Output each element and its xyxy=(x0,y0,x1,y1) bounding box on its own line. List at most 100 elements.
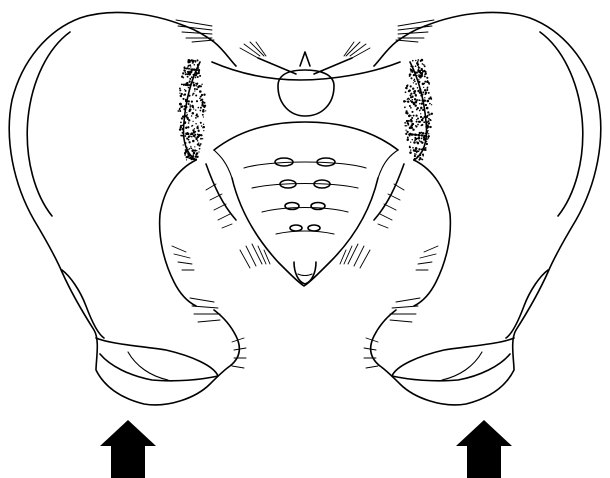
stipple-dot xyxy=(417,118,419,120)
stipple-dot xyxy=(410,125,412,127)
stipple-dot xyxy=(201,125,203,127)
stipple-dot xyxy=(405,125,407,127)
stipple-dot xyxy=(429,119,431,121)
stipple-dot xyxy=(418,81,420,83)
stipple-dot xyxy=(179,92,180,93)
stipple-dot xyxy=(409,94,411,96)
stipple-dot xyxy=(180,122,182,124)
stipple-dot xyxy=(203,94,205,96)
stipple-dot xyxy=(420,107,422,109)
stipple-dot xyxy=(185,108,186,109)
stipple-dot xyxy=(202,138,203,139)
stipple-dot xyxy=(410,142,411,143)
stipple-dot xyxy=(423,87,424,88)
stipple-dot xyxy=(196,73,198,75)
stipple-dot xyxy=(190,147,191,148)
stipple-dot xyxy=(425,73,427,75)
stipple-dot xyxy=(417,143,418,144)
stipple-dot xyxy=(431,113,433,115)
stipple-dot xyxy=(426,77,428,79)
stipple-dot xyxy=(418,71,421,74)
stipple-dot xyxy=(186,73,188,75)
stipple-dot xyxy=(202,105,203,106)
stipple-dot xyxy=(418,137,420,139)
stipple-dot xyxy=(414,104,416,106)
stipple-dot xyxy=(198,107,200,109)
stipple-dot xyxy=(181,105,183,107)
stipple-dot xyxy=(410,71,411,72)
stipple-dot xyxy=(195,61,196,62)
stipple-dot xyxy=(185,90,187,92)
stipple-dot xyxy=(194,149,196,151)
stipple-dot xyxy=(420,158,422,160)
stipple-dot xyxy=(413,74,415,76)
stipple-dot xyxy=(425,104,427,106)
stipple-dot xyxy=(190,104,192,106)
stipple-dot xyxy=(428,136,429,137)
stipple-dot xyxy=(193,152,196,155)
stipple-dot xyxy=(416,121,418,123)
stipple-dot xyxy=(426,139,427,140)
stipple-dot xyxy=(406,139,408,141)
stipple-dot xyxy=(405,112,407,114)
stipple-dot xyxy=(409,75,411,77)
stipple-dot xyxy=(422,117,424,119)
stipple-dot xyxy=(188,103,190,105)
stipple-dot xyxy=(187,132,188,133)
stipple-dot xyxy=(419,76,422,79)
stipple-dot xyxy=(179,103,182,106)
stipple-dot xyxy=(410,96,412,98)
stipple-dot xyxy=(405,101,406,102)
stipple-dot xyxy=(417,65,418,66)
stipple-dot xyxy=(422,135,424,137)
stipple-dot xyxy=(203,116,204,117)
stipple-dot xyxy=(427,111,429,113)
stipple-dot xyxy=(426,141,427,142)
stipple-dot xyxy=(417,124,419,126)
stipple-dot xyxy=(196,152,198,154)
stipple-dot xyxy=(414,81,416,83)
stipple-dot xyxy=(190,146,191,147)
stipple-dot xyxy=(412,99,413,100)
stipple-dot xyxy=(418,150,420,152)
stipple-dot xyxy=(183,84,185,86)
stipple-dot xyxy=(410,93,412,95)
stipple-dot xyxy=(189,68,190,69)
stipple-dot xyxy=(405,133,407,135)
arrow-left xyxy=(100,420,156,478)
stipple-dot xyxy=(415,65,417,67)
stipple-dot xyxy=(188,65,190,67)
stipple-dot xyxy=(422,154,424,156)
stipple-dot xyxy=(194,128,195,129)
stipple-dot xyxy=(410,68,411,69)
stipple-dot xyxy=(410,149,411,150)
stipple-dot xyxy=(417,61,418,62)
stipple-dot xyxy=(182,128,184,130)
stipple-dot xyxy=(410,85,412,87)
stipple-dot xyxy=(416,109,418,111)
stipple-dot xyxy=(188,120,189,121)
stipple-dot xyxy=(410,65,412,67)
stipple-dot xyxy=(412,60,414,62)
stipple-dot xyxy=(202,114,204,116)
stipple-dot xyxy=(419,110,421,112)
stipple-dot xyxy=(422,91,424,93)
stipple-dot xyxy=(200,110,202,112)
stipple-dot xyxy=(179,108,180,109)
stipple-dot xyxy=(193,158,194,159)
stipple-dot xyxy=(191,157,192,158)
stipple-dot xyxy=(411,117,413,119)
stipple-dot xyxy=(409,89,411,91)
stipple-dot xyxy=(415,60,417,62)
stipple-dot xyxy=(424,89,426,91)
stipple-dot xyxy=(198,69,200,71)
stipple-dot xyxy=(183,144,184,145)
stipple-dot xyxy=(200,96,202,98)
stipple-dot xyxy=(198,144,200,146)
stipple-dot xyxy=(418,121,420,123)
stipple-dot xyxy=(414,98,416,100)
stipple-dot xyxy=(182,132,184,134)
stipple-dot xyxy=(181,84,183,86)
stipple-dot xyxy=(413,149,415,151)
stipple-dot xyxy=(413,82,414,83)
